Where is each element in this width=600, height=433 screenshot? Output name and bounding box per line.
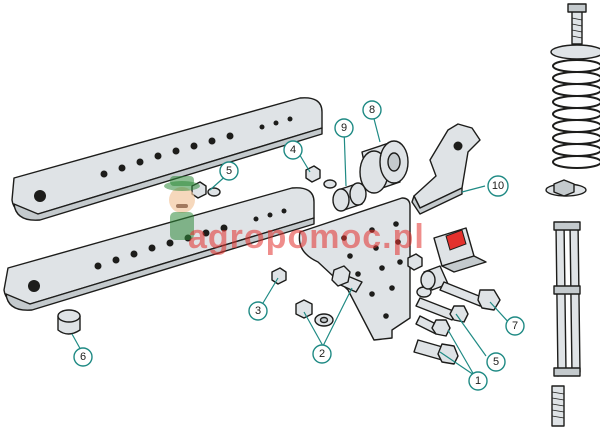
top-bolt[interactable] bbox=[567, 3, 587, 45]
watermark: agropomoc.pl bbox=[164, 176, 425, 256]
top-bracket-part-10[interactable] bbox=[411, 123, 481, 215]
lower-link-arm-lower[interactable] bbox=[3, 187, 315, 311]
callout-5-upper[interactable]: 5 bbox=[219, 161, 239, 181]
bushing-part-6[interactable] bbox=[57, 309, 81, 335]
arm-lower-holes bbox=[94, 208, 287, 270]
nuts-washers-part-2[interactable] bbox=[295, 299, 334, 327]
farmer-mascot-icon bbox=[164, 176, 200, 240]
callout-7-label: 7 bbox=[512, 320, 518, 332]
callout-5-upper-label: 5 bbox=[226, 165, 232, 177]
bolt-part-7[interactable] bbox=[439, 281, 501, 311]
bracket-plate-part-1[interactable] bbox=[298, 197, 411, 341]
spacer-part-9[interactable] bbox=[332, 182, 367, 212]
leader-lines bbox=[71, 110, 512, 376]
bolt-plate[interactable] bbox=[331, 265, 363, 293]
bracket-plate-holes bbox=[341, 221, 403, 319]
nut-washer-part-4[interactable] bbox=[305, 165, 337, 189]
callout-6-label: 6 bbox=[80, 351, 86, 363]
callout-8[interactable]: 8 bbox=[362, 100, 382, 120]
callout-10-label: 10 bbox=[492, 180, 504, 192]
watermark-text: agropomoc.pl bbox=[188, 218, 425, 256]
callout-1-label: 1 bbox=[475, 375, 481, 387]
callout-3-label: 3 bbox=[255, 305, 261, 317]
threaded-link-body[interactable] bbox=[553, 221, 581, 377]
callout-5-lower[interactable]: 5 bbox=[486, 352, 506, 372]
callout-7[interactable]: 7 bbox=[505, 316, 525, 336]
spring-seat[interactable] bbox=[545, 179, 587, 197]
arm-upper-holes bbox=[100, 116, 293, 178]
small-nut-part-3[interactable] bbox=[271, 267, 287, 285]
callout-4-label: 4 bbox=[290, 144, 296, 156]
clamp-block[interactable] bbox=[433, 227, 487, 273]
bolt-part-5-lower[interactable] bbox=[415, 297, 469, 323]
callout-9-label: 9 bbox=[341, 122, 347, 134]
callout-2[interactable]: 2 bbox=[312, 344, 332, 364]
callout-5-lower-label: 5 bbox=[493, 356, 499, 368]
large-bolt-part-2[interactable] bbox=[413, 339, 459, 365]
callout-2-label: 2 bbox=[319, 348, 325, 360]
bottom-threaded-bolt[interactable] bbox=[551, 385, 565, 427]
callout-10[interactable]: 10 bbox=[487, 175, 509, 197]
nut-washer-part-5-upper[interactable] bbox=[191, 181, 221, 199]
nut-plate-edge[interactable] bbox=[407, 253, 423, 271]
callout-9[interactable]: 9 bbox=[334, 118, 354, 138]
bolt-part-1-lower[interactable] bbox=[415, 315, 451, 337]
callout-1[interactable]: 1 bbox=[468, 371, 488, 391]
roller-part-8[interactable] bbox=[359, 140, 409, 194]
callout-4[interactable]: 4 bbox=[283, 140, 303, 160]
callout-8-label: 8 bbox=[369, 104, 375, 116]
callout-6[interactable]: 6 bbox=[73, 347, 93, 367]
callout-3[interactable]: 3 bbox=[248, 301, 268, 321]
coil-spring[interactable] bbox=[550, 44, 600, 169]
